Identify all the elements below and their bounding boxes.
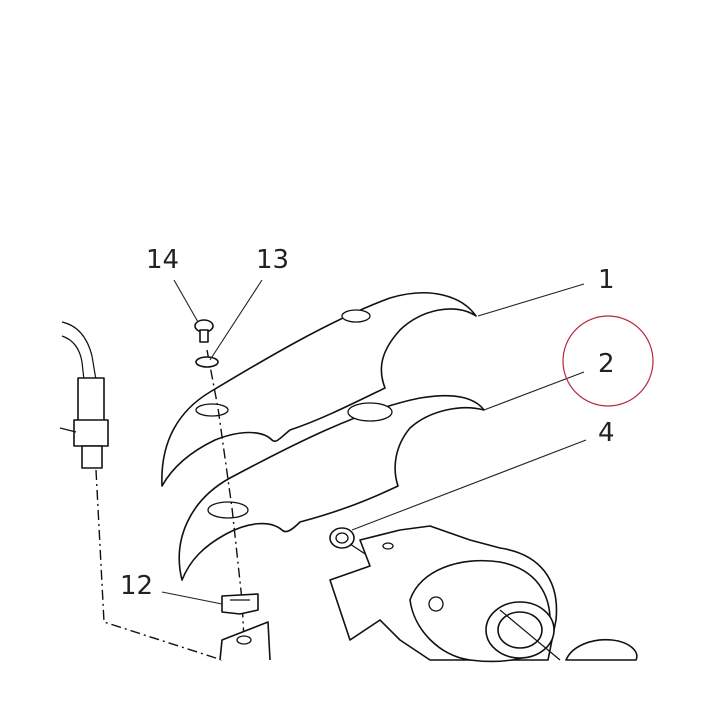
mounting-bracket: [219, 621, 271, 661]
leader-13: [209, 279, 263, 361]
washer-13: [195, 356, 219, 368]
exhaust-manifold: [329, 525, 638, 663]
leader-12: [161, 591, 223, 605]
callout-2: 2: [598, 349, 615, 379]
heat-shield-upper: [161, 292, 477, 487]
heat-shield-lower: [178, 394, 485, 581]
callout-13: 13: [256, 245, 289, 275]
sensor-mount-line: [95, 469, 223, 661]
nut-4: [329, 527, 355, 549]
leader-4: [351, 439, 587, 531]
clip-nut-12: [221, 593, 259, 615]
callout-2-highlight: [562, 315, 654, 407]
screw-14: [194, 319, 214, 343]
callout-12: 12: [120, 571, 153, 601]
leader-14: [173, 279, 199, 323]
callout-14: 14: [146, 245, 179, 275]
callout-4: 4: [598, 418, 615, 448]
leader-2: [483, 371, 585, 411]
callout-1: 1: [598, 265, 615, 295]
oxygen-sensor: [59, 321, 109, 469]
leader-1: [477, 283, 585, 317]
